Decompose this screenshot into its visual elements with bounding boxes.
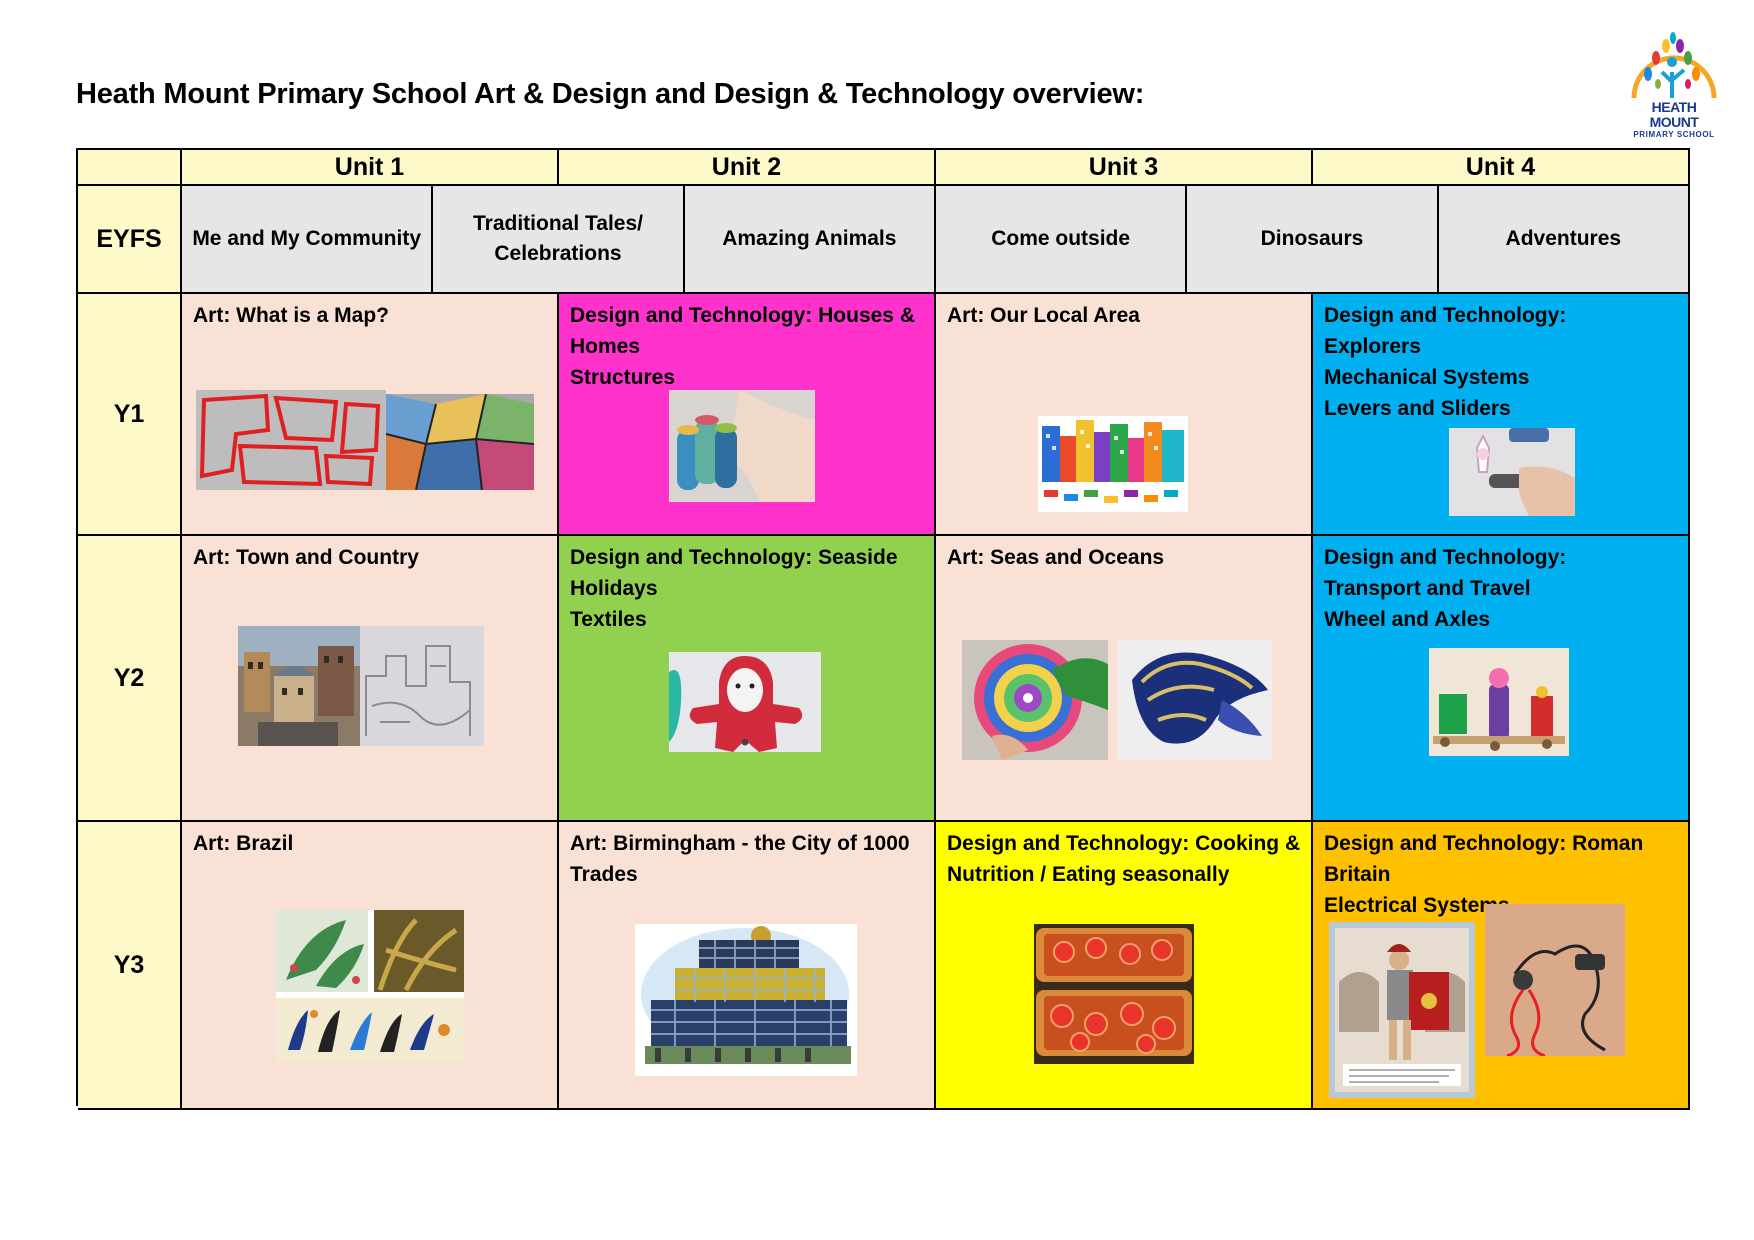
unit-2-header: Unit 2	[559, 150, 936, 186]
y1-unit2-cell: Design and Technology: Houses & Homes St…	[559, 294, 936, 536]
y3-unit3-cell: Design and Technology: Cooking & Nutriti…	[936, 822, 1313, 1110]
eyfs-topics: Me and My Community Traditional Tales/ C…	[182, 186, 1690, 294]
y1-unit3-cell: Art: Our Local Area	[936, 294, 1313, 536]
paper-structure-image	[669, 390, 815, 502]
unit-heading: Design and Technology: Roman Britain Ele…	[1324, 832, 1644, 917]
y1-unit1-cell: Art: What is a Map?	[182, 294, 559, 536]
unit-1-header: Unit 1	[182, 150, 559, 186]
eyfs-topic-cell: Dinosaurs	[1187, 186, 1439, 292]
unit-heading: Art: What is a Map?	[193, 304, 390, 327]
unit-heading: Art: Birmingham - the City of 1000 Trade…	[570, 832, 910, 886]
logo-name-line2: PRIMARY SCHOOL	[1633, 130, 1715, 139]
y2-unit2-cell: Design and Technology: Seaside Holidays …	[559, 536, 936, 822]
tomato-tart-image	[1034, 924, 1194, 1064]
y2-row-label: Y2	[78, 536, 182, 822]
unit-4-header: Unit 4	[1313, 150, 1690, 186]
eyfs-topic-cell: Amazing Animals	[684, 186, 936, 292]
y2-unit1-cell: Art: Town and Country	[182, 536, 559, 822]
local-area-buildings-image	[1038, 416, 1188, 512]
wheeled-vehicles-image	[1429, 648, 1569, 756]
y2-unit3-cell: Art: Seas and Oceans	[936, 536, 1313, 822]
unit-heading: Design and Technology: Seaside Holidays …	[570, 546, 898, 631]
map-artwork-image	[386, 394, 534, 490]
y2-unit4-cell: Design and Technology: Transport and Tra…	[1313, 536, 1690, 822]
spiral-collage-image	[962, 640, 1108, 760]
map-drawing-image	[196, 390, 386, 490]
eyfs-topic-cell: Adventures	[1438, 186, 1688, 292]
logo-name-line1: HEATH MOUNT	[1649, 99, 1699, 130]
unit-heading: Art: Our Local Area	[947, 304, 1140, 327]
y3-row-label: Y3	[78, 822, 182, 1110]
unit-3-header: Unit 3	[936, 150, 1313, 186]
eyfs-topic-cell: Come outside	[935, 186, 1188, 292]
brazil-collage-image	[276, 910, 464, 1062]
y3-unit1-cell: Art: Brazil	[182, 822, 559, 1110]
y1-row-label: Y1	[78, 294, 182, 536]
page-title: Heath Mount Primary School Art & Design …	[76, 78, 1145, 110]
unit-heading: Design and Technology: Cooking & Nutriti…	[947, 832, 1301, 886]
eyfs-topic-cell: Traditional Tales/ Celebrations	[433, 186, 685, 292]
unit-heading: Art: Town and Country	[193, 546, 419, 569]
unit-heading: Art: Brazil	[193, 832, 294, 855]
shell-painting-image	[1118, 640, 1272, 760]
birmingham-library-image	[635, 924, 857, 1076]
eyfs-row-label: EYFS	[78, 186, 182, 294]
unit-heading: Design and Technology: Transport and Tra…	[1324, 546, 1567, 631]
unit-heading: Design and Technology: Explorers Mechani…	[1324, 304, 1567, 420]
y3-unit4-cell: Design and Technology: Roman Britain Ele…	[1313, 822, 1690, 1110]
roman-shield-image	[1329, 922, 1475, 1098]
town-photo-image	[238, 626, 360, 746]
lever-slider-image	[1449, 428, 1575, 516]
town-sketch-image	[360, 626, 484, 746]
y3-unit2-cell: Art: Birmingham - the City of 1000 Trade…	[559, 822, 936, 1110]
eyfs-topic-cell: Me and My Community	[182, 186, 434, 292]
unit-heading: Design and Technology: Houses & Homes St…	[570, 304, 915, 389]
electrical-circuit-image	[1485, 904, 1625, 1056]
school-logo: HEATH MOUNT PRIMARY SCHOOL	[1626, 28, 1722, 139]
felt-puppet-image	[669, 652, 821, 752]
tree-logo-icon	[1631, 32, 1717, 99]
curriculum-table: Unit 1 Unit 2 Unit 3 Unit 4 EYFS Me and …	[76, 148, 1690, 1110]
unit-heading: Art: Seas and Oceans	[947, 546, 1165, 569]
y1-unit4-cell: Design and Technology: Explorers Mechani…	[1313, 294, 1690, 536]
corner-cell	[78, 150, 182, 186]
